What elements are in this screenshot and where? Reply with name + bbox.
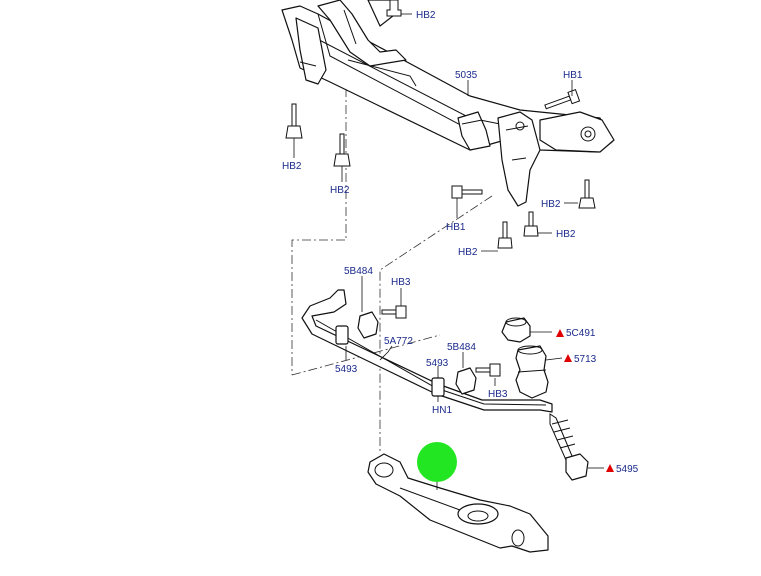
label-hb2-left-b[interactable]: HB2 — [330, 185, 350, 196]
leader-lines — [293, 13, 604, 490]
end-link-assembly — [501, 317, 589, 481]
red-triangle-icon — [606, 464, 614, 472]
red-triangle-icon — [556, 329, 564, 337]
label-hb2-mid-a[interactable]: HB2 — [458, 247, 478, 258]
label-hb2-right[interactable]: HB2 — [541, 199, 561, 210]
label-hb2-left-a[interactable]: HB2 — [282, 161, 302, 172]
label-hn1[interactable]: HN1 — [432, 405, 452, 416]
label-5c491[interactable]: 5C491 — [566, 328, 596, 339]
green-highlight-dot[interactable] — [417, 442, 457, 482]
lower-control-arm — [367, 453, 549, 553]
label-hb1-mid[interactable]: HB1 — [446, 222, 466, 233]
bar-bushings — [335, 305, 501, 397]
rear-subframe — [281, 0, 615, 207]
label-hb2-top[interactable]: HB2 — [416, 10, 436, 21]
label-5495[interactable]: 5495 — [616, 464, 639, 475]
label-5493-right[interactable]: 5493 — [426, 358, 449, 369]
label-5b484-left[interactable]: 5B484 — [344, 266, 373, 277]
label-5493-left[interactable]: 5493 — [335, 364, 358, 375]
label-5713[interactable]: 5713 — [574, 354, 597, 365]
label-5b484-right[interactable]: 5B484 — [447, 342, 476, 353]
subframe-bolts — [285, 0, 596, 249]
label-5a772[interactable]: 5A772 — [384, 336, 413, 347]
part-labels: HB2 5035 HB1 HB2 HB2 HB2 HB1 HB2 HB2 5B4… — [282, 10, 639, 475]
red-triangle-icon — [564, 354, 572, 362]
label-hb2-mid-b[interactable]: HB2 — [556, 229, 576, 240]
label-5035[interactable]: 5035 — [455, 70, 478, 81]
label-hb1-right[interactable]: HB1 — [563, 70, 583, 81]
stabilizer-bar — [301, 289, 553, 413]
label-hb3-left[interactable]: HB3 — [391, 277, 411, 288]
label-hb3-right[interactable]: HB3 — [488, 389, 508, 400]
